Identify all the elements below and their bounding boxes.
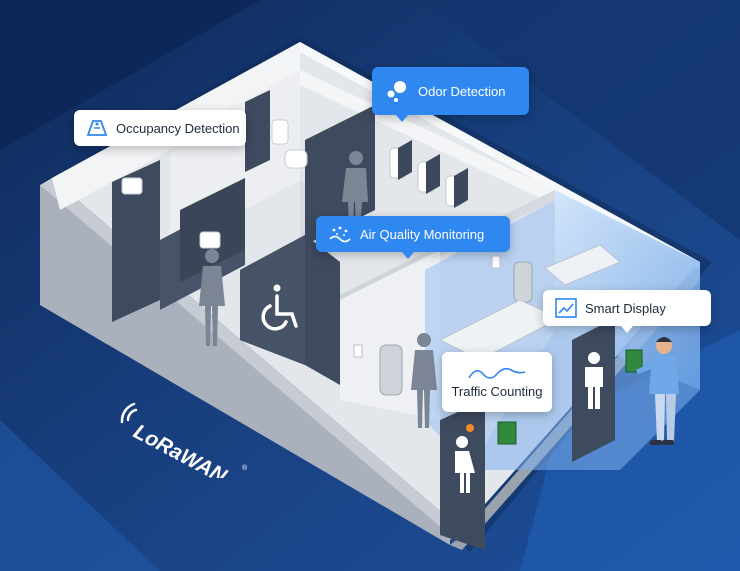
soap-dispenser: [491, 255, 501, 269]
callout-odor-detection: Odor Detection: [372, 67, 529, 122]
wave-line-icon: [467, 366, 527, 382]
air-particles-icon: [328, 225, 352, 243]
callout-air-quality-monitoring: Air Quality Monitoring: [316, 216, 510, 259]
lorawan-logo-mark: ®: [242, 464, 248, 472]
stall-door: [180, 178, 245, 282]
lorawan-logo-text: LoRaWAN: [130, 420, 231, 478]
traffic-counter-screen: [497, 421, 517, 445]
status-light: [466, 424, 474, 432]
callout-smart-display: Smart Display: [543, 290, 711, 333]
callout-label: Occupancy Detection: [116, 120, 240, 136]
callout-label: Traffic Counting: [451, 383, 543, 399]
hand-dryer: [121, 177, 143, 195]
odor-bubbles-icon: [384, 79, 410, 103]
person-woman-stall: [199, 249, 225, 346]
lorawan-logo: LoRaWAN ®: [120, 402, 248, 478]
stall-door: [112, 160, 160, 322]
female-sign-icon: [455, 436, 475, 493]
accessible-stall-side: [240, 235, 305, 365]
wireless-signal-icon: [120, 402, 138, 424]
occupancy-sensor-icon: [86, 119, 108, 137]
chart-trend-icon: [555, 298, 577, 318]
person-man-urinal: [342, 151, 368, 228]
smart-display-screen: [625, 349, 643, 373]
toilet: [284, 149, 308, 169]
mens-room-wall: [300, 70, 555, 205]
toilet: [271, 119, 289, 145]
soap-dispenser: [353, 344, 363, 358]
person-man-display: [636, 337, 679, 445]
hand-dryer: [199, 231, 221, 249]
mens-entry-panel: [572, 318, 615, 462]
background-facet: [420, 0, 740, 240]
trash-bin: [379, 344, 403, 396]
callout-label: Smart Display: [585, 300, 666, 316]
wheelchair-icon: [261, 284, 298, 331]
trash-bin: [513, 261, 533, 303]
sink-counter: [544, 244, 621, 286]
stall-door: [245, 90, 270, 172]
background-facet: [0, 420, 160, 571]
callout-occupancy-detection: Occupancy Detection: [74, 110, 246, 146]
male-sign-icon: [585, 352, 603, 409]
urinals: [389, 140, 468, 208]
callout-label: Air Quality Monitoring: [360, 226, 485, 242]
callout-label: Odor Detection: [418, 83, 506, 99]
callout-traffic-counting: Traffic Counting: [442, 352, 552, 412]
person-woman-sink: [411, 333, 437, 428]
background-facet: [0, 0, 260, 150]
